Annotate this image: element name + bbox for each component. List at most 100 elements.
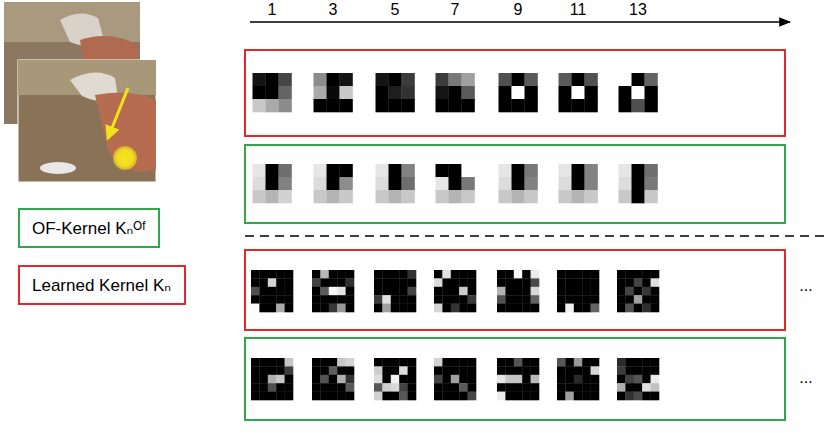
- kernel-cell: [591, 304, 600, 313]
- kernel-cell: [574, 295, 583, 304]
- kernel-cell: [634, 295, 643, 304]
- kernel-cell: [642, 358, 651, 367]
- kernel-grid: [253, 164, 292, 203]
- kernel-cell: [276, 304, 285, 313]
- kernel-cell: [497, 375, 506, 384]
- kernel-cell: [436, 177, 449, 190]
- kernel-cell: [329, 304, 338, 313]
- kernel-cell: [376, 73, 389, 86]
- kernel-cell: [642, 383, 651, 392]
- kernel-cell: [572, 99, 585, 112]
- kernel-cell: [399, 304, 408, 313]
- kernel-cell: [442, 375, 451, 384]
- kernel-cell: [574, 358, 583, 367]
- kernel-cell: [408, 287, 417, 296]
- kernel-cell: [376, 177, 389, 190]
- kernel-cell: [408, 304, 417, 313]
- kernel-cell: [276, 383, 285, 392]
- kernel-cell: [512, 73, 525, 86]
- kernel-cell: [329, 358, 338, 367]
- kernel-grid: [436, 73, 475, 112]
- kernel-cell: [582, 278, 591, 287]
- kernel-cell: [645, 99, 658, 112]
- kernel-cell: [402, 99, 415, 112]
- kernel-cell: [651, 383, 660, 392]
- kernel-cell: [625, 304, 634, 313]
- kernel-cell: [382, 295, 391, 304]
- kernel-cell: [374, 392, 383, 401]
- kernel-cell: [459, 358, 468, 367]
- kernel-cell: [253, 190, 266, 203]
- kernel-cell: [582, 270, 591, 279]
- kernel-cell: [268, 304, 277, 313]
- kernel-cell: [497, 304, 506, 313]
- kernel-cell: [434, 358, 443, 367]
- kernel-cell: [451, 287, 460, 296]
- kernel-cell: [634, 287, 643, 296]
- kernel-cell: [329, 287, 338, 296]
- kernel-cell: [617, 295, 626, 304]
- kernel-cell: [642, 304, 651, 313]
- kernel-cell: [522, 366, 531, 375]
- axis-number: 3: [329, 1, 338, 19]
- kernel-cell: [499, 86, 512, 99]
- kernel-cell: [327, 86, 340, 99]
- kernel-cell: [436, 190, 449, 203]
- separator-line: [245, 235, 830, 237]
- kernel-cell: [391, 278, 400, 287]
- kernel-cell: [557, 287, 566, 296]
- kernel-cell: [559, 177, 572, 190]
- kernel-cell: [565, 375, 574, 384]
- kernel-cell: [497, 392, 506, 401]
- kernel-cell: [251, 383, 260, 392]
- kernel-cell: [531, 295, 540, 304]
- kernel-cell: [408, 375, 417, 384]
- kernel-cell: [531, 383, 540, 392]
- kernel-cell: [327, 99, 340, 112]
- kernel-cell: [374, 358, 383, 367]
- kernel-cell: [442, 358, 451, 367]
- kernel-cell: [266, 86, 279, 99]
- kernel-cell: [651, 287, 660, 296]
- kernel-cell: [285, 287, 294, 296]
- kernel-cell: [276, 287, 285, 296]
- kernel-cell: [449, 99, 462, 112]
- kernel-cell: [451, 304, 460, 313]
- kernel-cell: [531, 278, 540, 287]
- kernel-cell: [314, 177, 327, 190]
- kernel-cell: [442, 392, 451, 401]
- kernel-cell: [320, 287, 329, 296]
- kernel-cell: [408, 392, 417, 401]
- kernel-cell: [346, 392, 355, 401]
- kernel-cell: [559, 164, 572, 177]
- kernel-cell: [468, 270, 477, 279]
- kernel-cell: [505, 287, 514, 296]
- kernel-cell: [514, 304, 523, 313]
- kernel-cell: [434, 287, 443, 296]
- kernel-cell: [314, 190, 327, 203]
- kernel-cell: [449, 190, 462, 203]
- kernel-grid: [557, 358, 599, 400]
- kernel-cell: [449, 73, 462, 86]
- kernel-cell: [259, 358, 268, 367]
- kernel-cell: [266, 177, 279, 190]
- kernel-cell: [251, 304, 260, 313]
- kernel-cell: [591, 278, 600, 287]
- kernel-cell: [382, 270, 391, 279]
- kernel-cell: [497, 287, 506, 296]
- kernel-cell: [499, 73, 512, 86]
- kernel-cell: [276, 392, 285, 401]
- kernel-cell: [259, 383, 268, 392]
- kernel-cell: [399, 287, 408, 296]
- kernel-cell: [276, 375, 285, 384]
- kernel-cell: [376, 190, 389, 203]
- axis-number: 9: [514, 1, 523, 19]
- kernel-cell: [312, 358, 321, 367]
- kernel-cell: [531, 270, 540, 279]
- kernel-cell: [572, 164, 585, 177]
- kernel-cell: [436, 86, 449, 99]
- kernel-grid: [312, 358, 354, 400]
- kernel-cell: [497, 295, 506, 304]
- kernel-cell: [617, 304, 626, 313]
- kernel-cell: [327, 177, 340, 190]
